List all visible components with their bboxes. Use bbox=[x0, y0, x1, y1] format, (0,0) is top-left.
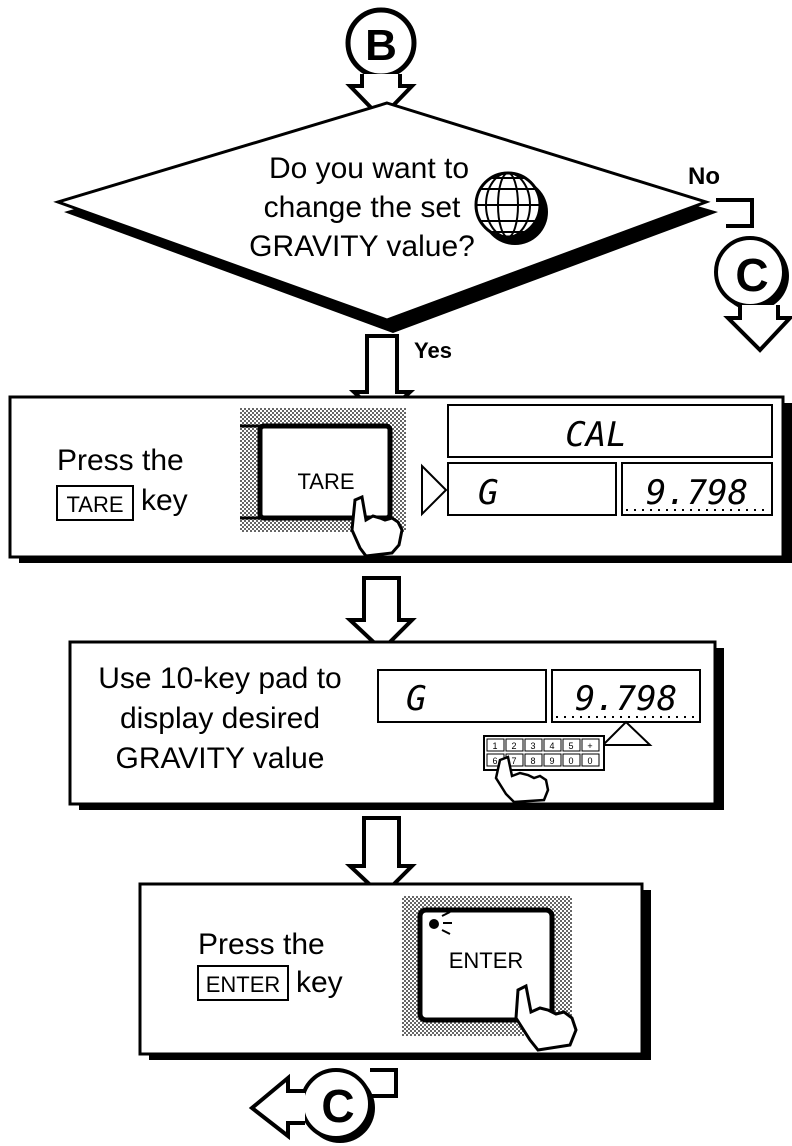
enter-button-label: ENTER bbox=[449, 948, 524, 973]
keypad-key: 8 bbox=[530, 756, 535, 766]
step2-display-left bbox=[378, 670, 546, 722]
keypad-key: 6 bbox=[492, 756, 497, 766]
keypad-key: 4 bbox=[549, 741, 554, 751]
step2-line1: Use 10-key pad to bbox=[98, 662, 341, 695]
decision-line-2: change the set bbox=[264, 191, 461, 224]
keypad-key: 9 bbox=[549, 756, 554, 766]
keypad-key: 5 bbox=[568, 741, 573, 751]
step2-display-right-text: 9.798 bbox=[575, 679, 677, 719]
step1-key-label: TARE bbox=[66, 492, 123, 517]
step2-line2: display desired bbox=[120, 702, 320, 735]
step1-key-suffix: key bbox=[141, 484, 188, 517]
display-top-text: CAL bbox=[565, 415, 626, 455]
display-right-text: 9.798 bbox=[646, 473, 748, 513]
step3-box: Press the ENTER key ENTER bbox=[140, 884, 651, 1060]
keypad-key: + bbox=[587, 741, 592, 751]
no-label: No bbox=[688, 163, 720, 190]
connector-b-label: B bbox=[365, 21, 397, 70]
connector-c-final-label: C bbox=[321, 1080, 354, 1132]
keypad-key: 3 bbox=[530, 741, 535, 751]
step3-line1: Press the bbox=[198, 928, 325, 961]
no-branch: No C bbox=[688, 163, 790, 350]
step2-line3: GRAVITY value bbox=[116, 742, 325, 775]
step2-display-left-text: G bbox=[406, 679, 426, 719]
indicator-lamp-icon bbox=[429, 919, 439, 929]
connector-c-final: C bbox=[252, 1070, 396, 1143]
yes-label: Yes bbox=[414, 338, 452, 363]
keypad-key: 1 bbox=[492, 741, 497, 751]
step1-line1: Press the bbox=[57, 444, 184, 477]
step1-box: Press the TARE key TARE CAL G 9.798 bbox=[10, 397, 792, 563]
keypad-key: 7 bbox=[511, 756, 516, 766]
step3-key-suffix: key bbox=[296, 966, 343, 999]
display-left bbox=[448, 463, 616, 515]
connector-c-no-label: C bbox=[735, 249, 768, 301]
decision-line-3: GRAVITY value? bbox=[249, 230, 475, 263]
connector-b: B bbox=[348, 10, 414, 118]
keypad-key: 0 bbox=[587, 756, 592, 766]
decision-diamond: Do you want to change the set GRAVITY va… bbox=[58, 103, 718, 333]
step2-box: Use 10-key pad to display desired GRAVIT… bbox=[70, 642, 724, 810]
tare-button-label: TARE bbox=[297, 469, 354, 494]
arrow-2 bbox=[350, 578, 412, 650]
keypad-key: 0 bbox=[568, 756, 573, 766]
step3-key-label: ENTER bbox=[206, 972, 281, 997]
display-left-text: G bbox=[478, 473, 498, 513]
keypad-key: 2 bbox=[511, 741, 516, 751]
decision-line-1: Do you want to bbox=[269, 152, 469, 185]
